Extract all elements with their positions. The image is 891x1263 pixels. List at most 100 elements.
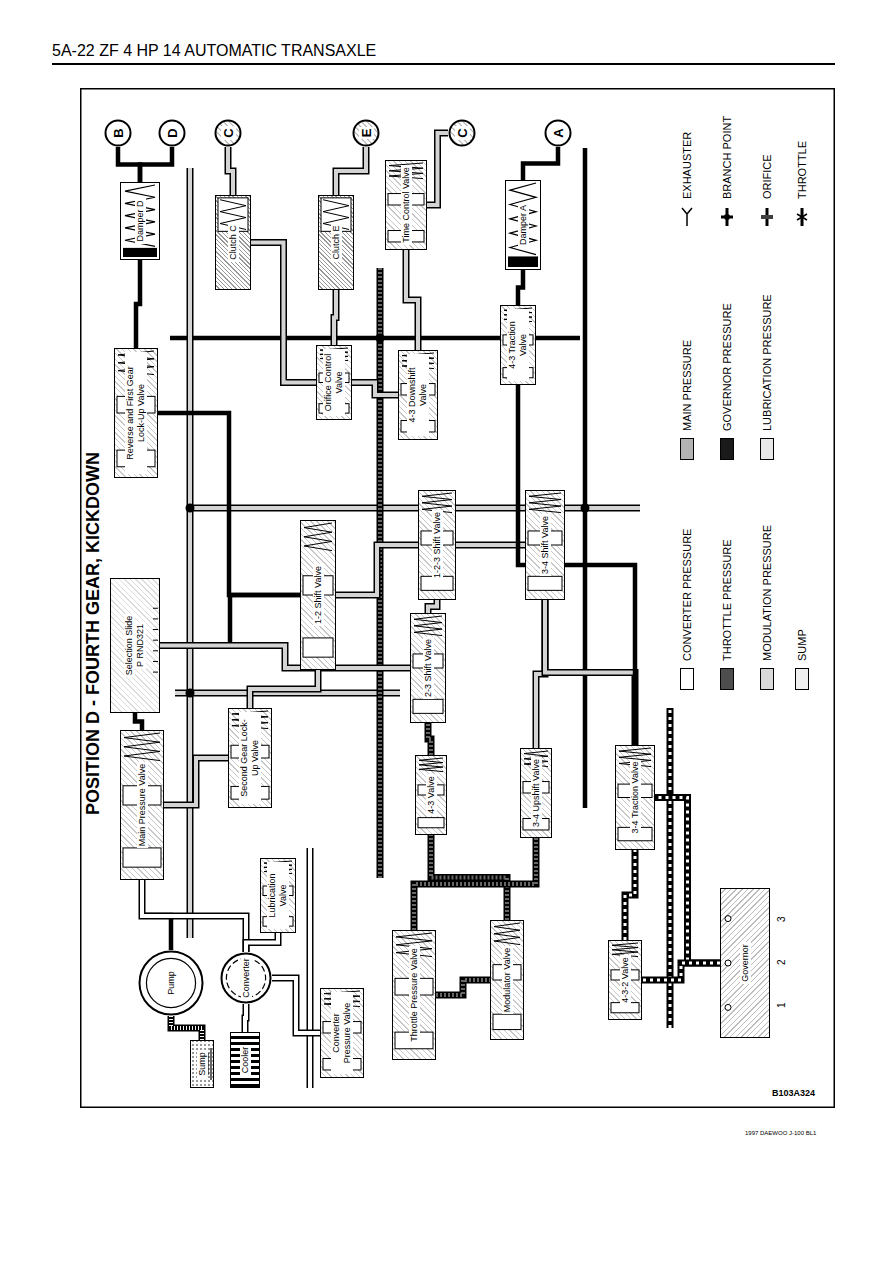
spool-land — [413, 699, 443, 713]
line-fill — [246, 933, 278, 952]
hydraulic-line — [142, 880, 246, 952]
component-label: Time Control Valve — [401, 165, 412, 245]
port-circle: B — [104, 119, 132, 147]
hydraulic-line — [246, 933, 278, 952]
line-fill — [336, 545, 418, 595]
governor-ball — [725, 960, 731, 966]
channel-outline — [307, 848, 314, 1088]
legend-text: EXHAUSTER — [681, 132, 694, 199]
port-circle: E — [352, 119, 380, 147]
line-fill — [142, 880, 246, 952]
hydraulic-line — [250, 670, 318, 708]
spring — [125, 185, 155, 246]
component-label: P RND321 — [135, 622, 146, 669]
hydraulic-line — [518, 385, 635, 745]
valve-body: Converter Pressure Valve — [320, 988, 364, 1078]
legend-symbol — [720, 206, 734, 228]
hydraulic-line — [414, 838, 536, 930]
port-circle: C — [214, 119, 242, 147]
outline-circle — [222, 954, 271, 1003]
valve-body: Time Control Valve — [385, 160, 427, 250]
callout-number: 3 — [776, 916, 787, 922]
component-label: Damper A — [518, 203, 529, 247]
hydraulic-line — [158, 413, 300, 595]
line-fill — [625, 850, 635, 940]
symbol-stroke — [721, 208, 733, 226]
line-outline — [272, 978, 320, 1033]
component-label: 4-3-2 Valve — [620, 955, 631, 1004]
branch-dot — [376, 334, 385, 343]
hydraulic-line — [135, 713, 142, 730]
hydraulic-line — [164, 758, 228, 805]
valve-body: 1-2 Shift Valve — [300, 520, 336, 670]
line-fill — [428, 600, 437, 613]
component-label: 3-4 Traction Valve — [630, 760, 641, 836]
legend-swatch — [680, 668, 694, 690]
component-label: 3-4 Upshift Valve — [531, 757, 542, 829]
legend-text: THROTTLE PRESSURE — [721, 539, 734, 661]
clutch-piston: Clutch C — [215, 195, 251, 290]
legend-swatch — [720, 668, 734, 690]
hydraulic-line — [160, 646, 410, 669]
component-label: 1-2 Shift Valve — [313, 564, 324, 626]
port-letter: A — [551, 126, 566, 139]
legend-text: LUBRICATION PRESSURE — [761, 294, 774, 431]
line-fill — [545, 600, 635, 745]
port-letter: C — [455, 126, 470, 139]
line-outline — [523, 147, 558, 180]
line-outline — [518, 385, 635, 745]
line-outline — [428, 723, 431, 755]
valve-body: Reverse and First Gear Lock-Up Valve — [114, 348, 158, 478]
line-fill — [456, 543, 525, 547]
hydraulic-line — [431, 835, 507, 920]
line-outline — [428, 600, 437, 613]
line-outline — [352, 383, 398, 396]
component-label: Main Pressure Valve — [137, 762, 148, 848]
legend-swatch — [720, 438, 734, 460]
line-fill — [160, 646, 410, 669]
spool-land — [303, 638, 333, 657]
line-outline — [251, 243, 316, 383]
legend-symbol — [680, 206, 694, 228]
hydraulic-line — [160, 595, 300, 646]
outline-circle — [450, 121, 475, 146]
valve-body: 3-4 Upshift Valve — [520, 748, 552, 838]
main-line — [583, 148, 588, 808]
hydraulic-line — [245, 1004, 246, 1032]
hydraulic-line — [336, 545, 418, 595]
valve-body: Modulator Valve — [490, 920, 524, 1040]
spring — [510, 183, 536, 255]
symbol-stroke — [797, 214, 807, 220]
legend-swatch — [760, 668, 774, 690]
legend-text: SUMP — [796, 629, 809, 661]
hydraulic-line — [456, 545, 525, 546]
line-fill — [352, 383, 398, 396]
line-fill — [251, 243, 316, 383]
selection-slide: Selection SlideP RND321 — [110, 578, 160, 713]
outline-circle — [546, 121, 571, 146]
line-fill — [334, 290, 336, 345]
valve-body: Orifice Control Valve — [316, 345, 352, 420]
line-outline — [118, 147, 140, 182]
hydraulic-line — [436, 980, 490, 995]
line-outline — [655, 798, 720, 964]
line-outline — [250, 670, 318, 708]
port-letter: E — [359, 127, 374, 140]
sump: Sump — [190, 1040, 214, 1088]
component-label: Clutch E — [331, 224, 342, 262]
legend-entry: MAIN PRESSURE — [680, 340, 694, 460]
line-outline — [164, 758, 228, 805]
line-fill — [336, 147, 366, 195]
hydraulic-line — [140, 147, 172, 182]
spool-land — [123, 848, 161, 867]
valve-body: 2-3 Shift Valve — [410, 613, 446, 723]
channel-fill — [188, 168, 192, 938]
line-outline — [135, 713, 142, 730]
branch-dot — [581, 504, 590, 513]
component-label: Lubrication Valve — [267, 862, 289, 929]
hatched-channel — [175, 168, 640, 938]
valve-body: 4-3 Traction Valve — [500, 305, 536, 385]
damper: Damper D — [120, 182, 160, 260]
legend-entry: BRANCH POINT — [720, 116, 734, 228]
branch-dot — [186, 504, 195, 513]
